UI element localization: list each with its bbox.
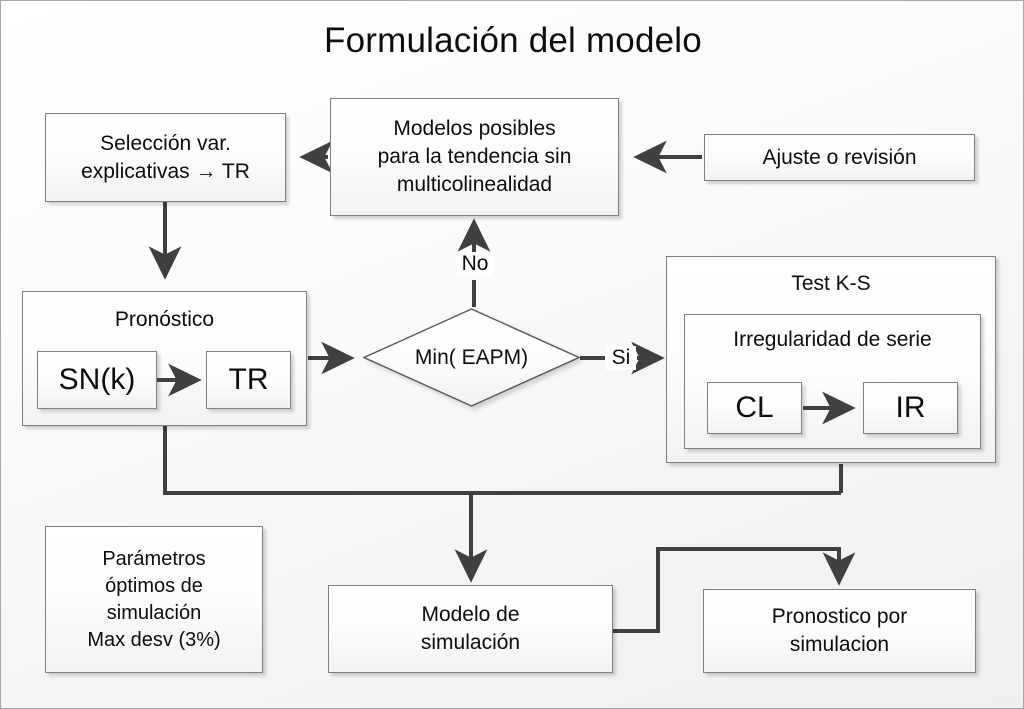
- node-ir-label: IR: [895, 391, 926, 424]
- group-irregularidad-title: Irregularidad de serie: [733, 328, 932, 351]
- node-modelos-posibles-line1: Modelos posibles: [393, 117, 556, 140]
- node-modelo-simulacion-line2: simulación: [420, 631, 521, 654]
- diagram-title: Formulación del modelo: [324, 21, 702, 60]
- node-parametros-line1: Parámetros: [102, 547, 206, 570]
- node-sn-k-label: SN(k): [58, 363, 136, 396]
- node-parametros-line4: Max desv (3%): [87, 628, 221, 651]
- node-tr[interactable]: TR: [206, 351, 291, 409]
- diamond-shape: [363, 308, 580, 407]
- node-pronostico-simulacion[interactable]: Pronostico por simulacion: [703, 589, 976, 673]
- wire-snk-to-tr-layer: [157, 363, 202, 397]
- node-modelos-posibles[interactable]: Modelos posibles para la tendencia sin m…: [330, 98, 619, 216]
- node-parametros-line3: simulación: [106, 601, 202, 624]
- node-decision-min-eapm[interactable]: Min( EAPM): [363, 308, 580, 407]
- node-ajuste-revision[interactable]: Ajuste o revisión: [704, 134, 975, 181]
- edge-label-no: No: [457, 252, 493, 276]
- node-ir[interactable]: IR: [863, 382, 958, 434]
- node-sn-k[interactable]: SN(k): [37, 351, 157, 409]
- node-parametros-line2: óptimos de: [105, 574, 203, 597]
- node-cl[interactable]: CL: [707, 382, 802, 434]
- node-seleccion-var-line1: Selección var.: [100, 131, 231, 155]
- node-pronostico-simulacion-line1: Pronostico por: [771, 605, 908, 628]
- group-pronostico-title: Pronóstico: [114, 308, 215, 331]
- node-tr-label: TR: [228, 363, 269, 396]
- wire-cl-to-ir-layer: [803, 391, 856, 425]
- node-modelo-simulacion-line1: Modelo de: [421, 603, 520, 626]
- node-pronostico-simulacion-line2: simulacion: [789, 633, 890, 656]
- node-cl-label: CL: [735, 391, 774, 424]
- node-seleccion-var[interactable]: Selección var. explicativas → TR: [45, 113, 286, 202]
- group-test-ks-title: Test K-S: [791, 272, 871, 295]
- node-modelos-posibles-line2: para la tendencia sin: [377, 145, 572, 168]
- node-ajuste-revision-label: Ajuste o revisión: [762, 145, 917, 169]
- node-seleccion-var-line2: explicativas → TR: [81, 159, 250, 183]
- node-modelo-simulacion[interactable]: Modelo de simulación: [328, 585, 613, 673]
- edge-label-si: Si: [606, 346, 636, 370]
- node-parametros-optimos[interactable]: Parámetros óptimos de simulación Max des…: [45, 526, 263, 673]
- node-modelos-posibles-line3: multicolinealidad: [396, 173, 553, 196]
